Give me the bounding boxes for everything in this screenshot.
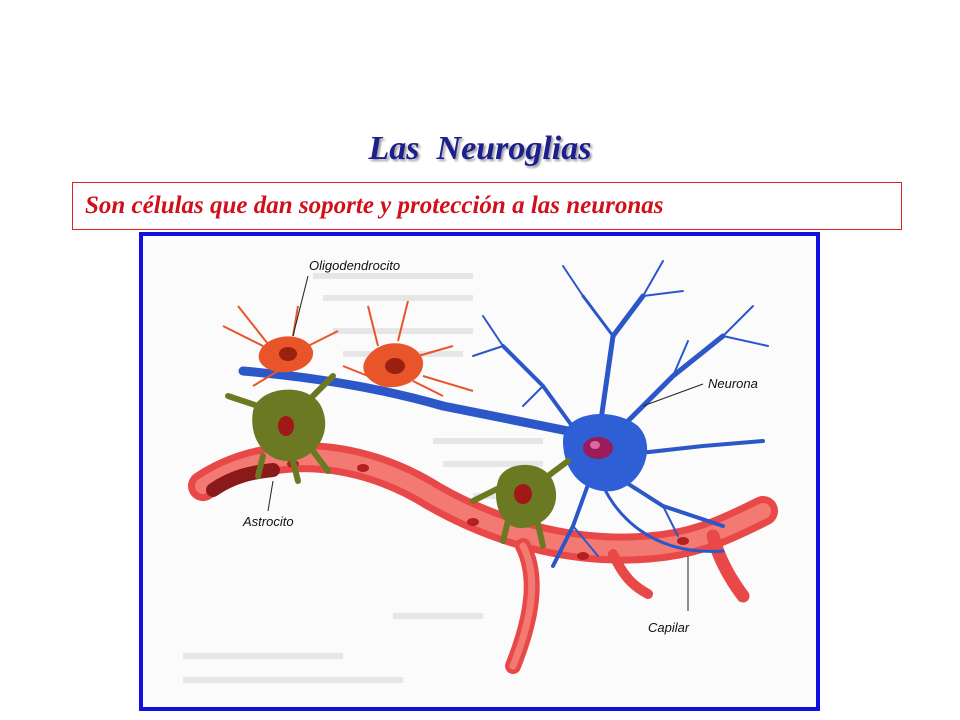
neuron-label: Neurona — [708, 376, 758, 391]
neuroglia-figure: Oligodendrocito Neurona Astrocito Capila… — [139, 232, 820, 711]
oligodendrocyte-2 — [342, 300, 474, 397]
neuron — [238, 260, 769, 568]
oligodendrocyte-1 — [222, 305, 339, 387]
background-text-texture — [183, 273, 543, 683]
astrocyte-2 — [470, 458, 571, 549]
astrocyte-label: Astrocito — [243, 514, 294, 529]
neuron-soma — [563, 414, 648, 492]
subtitle-text: Son células que dan soporte y protección… — [85, 192, 664, 219]
astrocyte-1 — [225, 373, 336, 484]
slide-title: Las Neuroglias — [368, 130, 592, 167]
neuroglia-illustration — [183, 260, 778, 683]
label-leader-lines — [267, 275, 704, 611]
subtitle-box: Son células que dan soporte y protección… — [72, 182, 902, 230]
oligodendrocyte-label: Oligodendrocito — [309, 258, 401, 273]
capillary-label: Capilar — [648, 620, 690, 635]
